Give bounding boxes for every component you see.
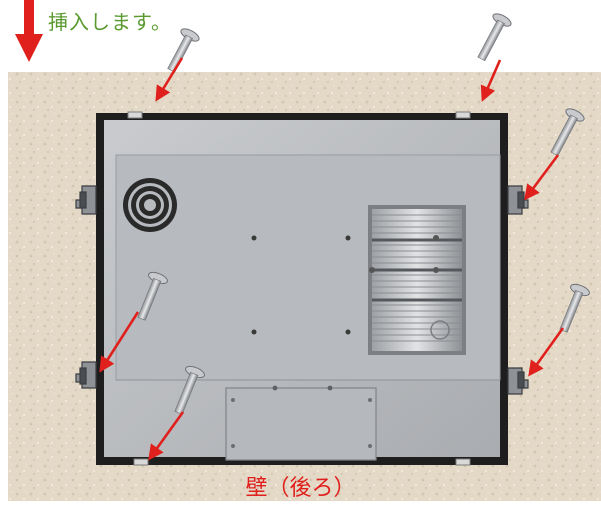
fan-vent-icon — [123, 178, 177, 232]
arrow-top-left — [155, 57, 184, 102]
screw-left-mid — [137, 271, 168, 321]
down-arrow-icon — [15, 0, 43, 62]
screw-right-bottom — [559, 283, 590, 333]
bracket-left-bottom — [75, 361, 97, 389]
screw-top-left — [167, 28, 200, 73]
bracket-icon — [75, 185, 529, 395]
insert-arrows — [99, 57, 565, 461]
corner-notches — [127, 111, 471, 466]
bracket-right-bottom — [507, 367, 529, 395]
instruction-label: 挿入します。 — [48, 10, 172, 34]
bracket-left-top — [75, 185, 97, 215]
arrow-bottom-left — [148, 411, 185, 461]
screw-bottom-left — [174, 365, 205, 415]
arrow-top-right — [480, 59, 502, 102]
arrow-left-mid — [99, 311, 140, 373]
screw-icon — [137, 13, 590, 415]
vesa-holes — [251, 235, 351, 335]
cover-plate — [225, 387, 377, 461]
screw-right-top — [550, 108, 585, 157]
wall-label: 壁（後ろ） — [245, 476, 356, 501]
heatsink-icon — [368, 205, 466, 355]
arrow-right-top — [524, 154, 560, 201]
arrow-right-bottom — [528, 327, 565, 377]
screw-top-right — [477, 13, 512, 62]
bracket-right-top — [507, 185, 529, 215]
